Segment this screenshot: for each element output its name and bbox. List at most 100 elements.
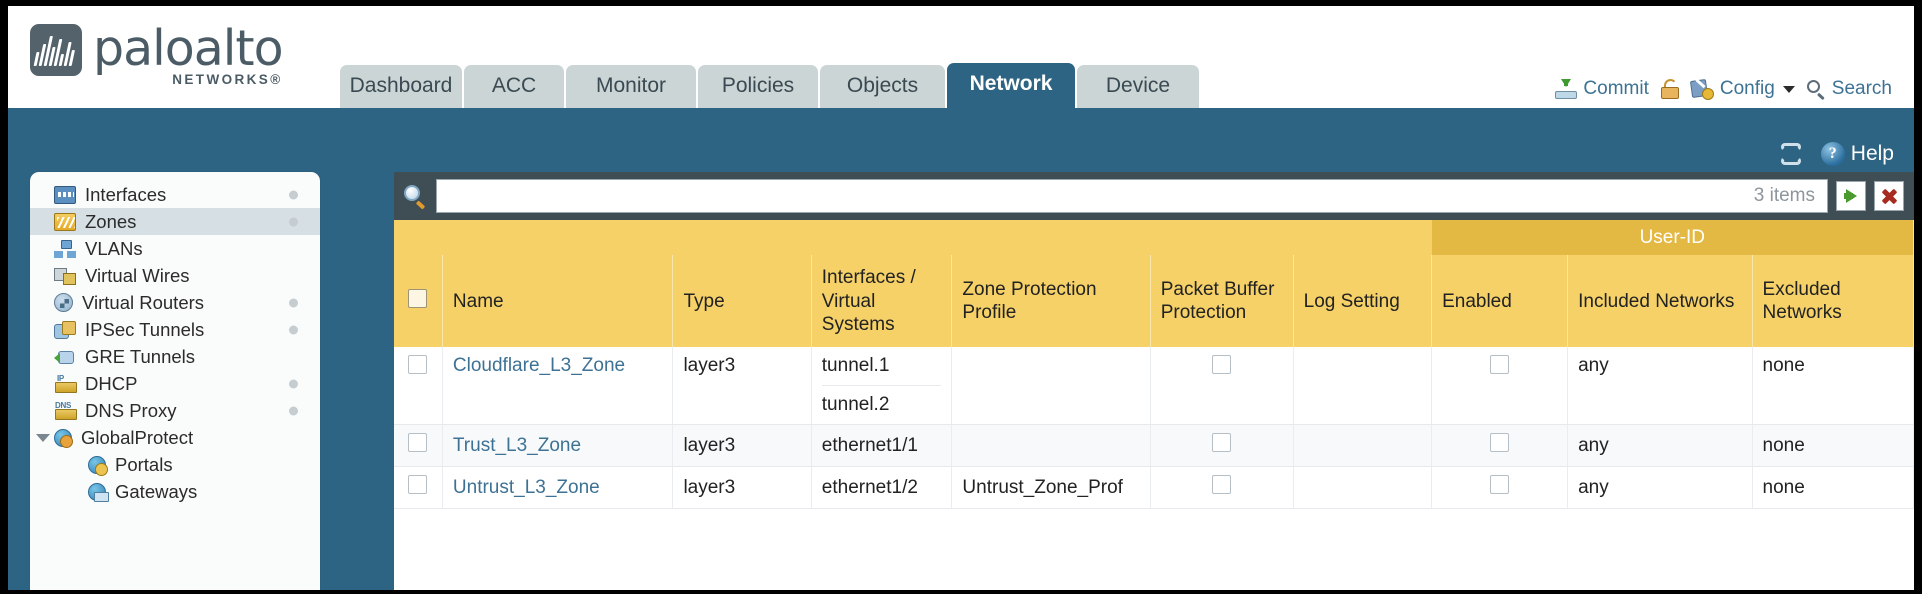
column-header-packet-buffer-protection[interactable]: Packet Buffer Protection xyxy=(1150,255,1294,348)
select-all-header[interactable] xyxy=(394,255,443,348)
virtual-routers-icon xyxy=(54,293,73,312)
packet-buffer-protection-checkbox[interactable] xyxy=(1212,355,1232,375)
sidebar-item-label: DHCP xyxy=(85,372,138,394)
commit-icon xyxy=(1555,79,1578,99)
brand-subtitle: NETWORKS® xyxy=(172,72,283,87)
cell-packet-buffer-protection[interactable] xyxy=(1150,347,1294,426)
cell-name[interactable]: Cloudflare_L3_Zone xyxy=(442,347,674,426)
cell-userid-enabled[interactable] xyxy=(1431,347,1569,426)
row-checkbox[interactable] xyxy=(408,433,428,453)
tab-objects[interactable]: Objects xyxy=(820,65,945,108)
column-header-zone-protection-profile[interactable]: Zone Protection Profile xyxy=(951,255,1151,348)
sidebar-item-globalprotect[interactable]: GlobalProtect xyxy=(30,424,320,451)
cell-userid-enabled[interactable] xyxy=(1431,466,1569,510)
sidebar-item-label: Virtual Routers xyxy=(82,291,205,313)
commit-label: Commit xyxy=(1583,78,1649,99)
chevron-down-icon xyxy=(1782,85,1795,93)
lock-icon xyxy=(1660,79,1679,99)
column-header-type[interactable]: Type xyxy=(672,255,812,348)
expander-triangle-icon[interactable] xyxy=(36,433,50,442)
column-header-excluded-networks[interactable]: Excluded Networks xyxy=(1752,255,1914,348)
table-body: Cloudflare_L3_Zone layer3 tunnel.1 tunne… xyxy=(394,347,1914,510)
table-row[interactable]: Trust_L3_Zone layer3 ethernet1/1 any xyxy=(394,424,1914,468)
packet-buffer-protection-checkbox[interactable] xyxy=(1212,475,1232,495)
network-sidebar: Interfaces Zones VLANs Virtual Wires xyxy=(30,172,320,590)
zone-name-link[interactable]: Trust_L3_Zone xyxy=(452,434,582,456)
globalprotect-icon xyxy=(54,428,73,448)
sidebar-item-virtual-wires[interactable]: Virtual Wires xyxy=(30,262,320,289)
search-input[interactable] xyxy=(449,181,1754,211)
tab-dashboard[interactable]: Dashboard xyxy=(340,65,462,108)
sidebar-item-virtual-routers[interactable]: Virtual Routers xyxy=(30,289,320,316)
help-label: Help xyxy=(1850,142,1894,165)
userid-enabled-checkbox[interactable] xyxy=(1490,475,1510,495)
userid-enabled-checkbox[interactable] xyxy=(1490,433,1510,453)
sidebar-item-gateways[interactable]: Gateways xyxy=(30,478,320,505)
cell-type: layer3 xyxy=(672,466,812,510)
tab-network[interactable]: Network xyxy=(947,63,1075,108)
portals-icon xyxy=(88,455,108,476)
row-select-cell[interactable] xyxy=(394,466,443,510)
column-header-included-networks[interactable]: Included Networks xyxy=(1567,255,1753,348)
sidebar-item-dhcp[interactable]: IP DHCP xyxy=(30,370,320,397)
filter-input-wrapper[interactable]: 3 items xyxy=(436,179,1828,213)
filter-search-icon[interactable] xyxy=(402,183,428,210)
sidebar-item-label: Virtual Wires xyxy=(85,264,190,286)
zones-table: User-ID Name Type Interfaces / Virtual S… xyxy=(394,220,1914,510)
cell-userid-enabled[interactable] xyxy=(1431,424,1569,468)
clear-filter-icon xyxy=(1880,187,1898,205)
cell-name[interactable]: Trust_L3_Zone xyxy=(442,424,674,468)
sidebar-item-portals[interactable]: Portals xyxy=(30,451,320,478)
sidebar-item-label: Interfaces xyxy=(85,183,167,205)
unlock-button[interactable] xyxy=(1660,79,1679,99)
sidebar-item-label: IPSec Tunnels xyxy=(85,318,205,340)
sidebar-item-vlans[interactable]: VLANs xyxy=(30,235,320,262)
tab-policies[interactable]: Policies xyxy=(698,65,818,108)
sidebar-item-dns-proxy[interactable]: DNS DNS Proxy xyxy=(30,397,320,424)
userid-enabled-checkbox[interactable] xyxy=(1490,355,1510,375)
cell-packet-buffer-protection[interactable] xyxy=(1150,466,1294,510)
config-menu-button[interactable]: Config xyxy=(1689,78,1795,100)
column-header-interfaces[interactable]: Interfaces / Virtual Systems xyxy=(811,255,953,348)
column-header-log-setting[interactable]: Log Setting xyxy=(1293,255,1433,348)
sidebar-item-label: GlobalProtect xyxy=(81,426,194,448)
row-select-cell[interactable] xyxy=(394,347,443,426)
cell-name[interactable]: Untrust_L3_Zone xyxy=(442,466,674,510)
search-button[interactable]: Search xyxy=(1806,78,1892,100)
paloalto-logo-icon xyxy=(30,24,82,76)
gateways-icon xyxy=(88,482,109,502)
sidebar-item-ipsec-tunnels[interactable]: IPSec Tunnels xyxy=(30,316,320,343)
row-select-cell[interactable] xyxy=(394,424,443,468)
zone-name-link[interactable]: Untrust_L3_Zone xyxy=(452,476,600,498)
apply-filter-button[interactable] xyxy=(1836,181,1866,211)
refresh-icon[interactable] xyxy=(1779,143,1805,165)
table-row[interactable]: Untrust_L3_Zone layer3 ethernet1/2 Untru… xyxy=(394,466,1914,510)
row-checkbox[interactable] xyxy=(408,475,428,495)
column-header-enabled[interactable]: Enabled xyxy=(1431,255,1569,348)
body-area: Interfaces Zones VLANs Virtual Wires xyxy=(8,172,1914,590)
commit-button[interactable]: Commit xyxy=(1555,78,1649,100)
select-all-checkbox[interactable] xyxy=(408,288,428,308)
cell-packet-buffer-protection[interactable] xyxy=(1150,424,1294,468)
row-checkbox[interactable] xyxy=(408,355,428,375)
sidebar-item-gre-tunnels[interactable]: GRE Tunnels xyxy=(30,343,320,370)
item-count-label: 3 items xyxy=(1753,185,1815,206)
tab-acc[interactable]: ACC xyxy=(464,65,564,108)
dns-proxy-icon: DNS xyxy=(54,401,77,420)
sidebar-item-zones[interactable]: Zones xyxy=(30,208,320,235)
help-button[interactable]: ? Help xyxy=(1820,142,1894,166)
packet-buffer-protection-checkbox[interactable] xyxy=(1212,433,1232,453)
top-action-bar: Commit Config Search xyxy=(1555,78,1892,100)
status-dot xyxy=(289,406,298,415)
zone-name-link[interactable]: Cloudflare_L3_Zone xyxy=(452,355,626,377)
zones-content-panel: 3 items Use xyxy=(394,172,1914,590)
sidebar-item-interfaces[interactable]: Interfaces xyxy=(30,181,320,208)
tab-monitor[interactable]: Monitor xyxy=(566,65,696,108)
dhcp-icon: IP xyxy=(54,374,77,393)
tab-device[interactable]: Device xyxy=(1077,65,1199,108)
cell-included-networks: any xyxy=(1567,466,1753,510)
clear-filter-button[interactable] xyxy=(1874,181,1904,211)
table-row[interactable]: Cloudflare_L3_Zone layer3 tunnel.1 tunne… xyxy=(394,347,1914,426)
brand-name: paloalto xyxy=(93,20,284,77)
column-header-name[interactable]: Name xyxy=(442,255,674,348)
